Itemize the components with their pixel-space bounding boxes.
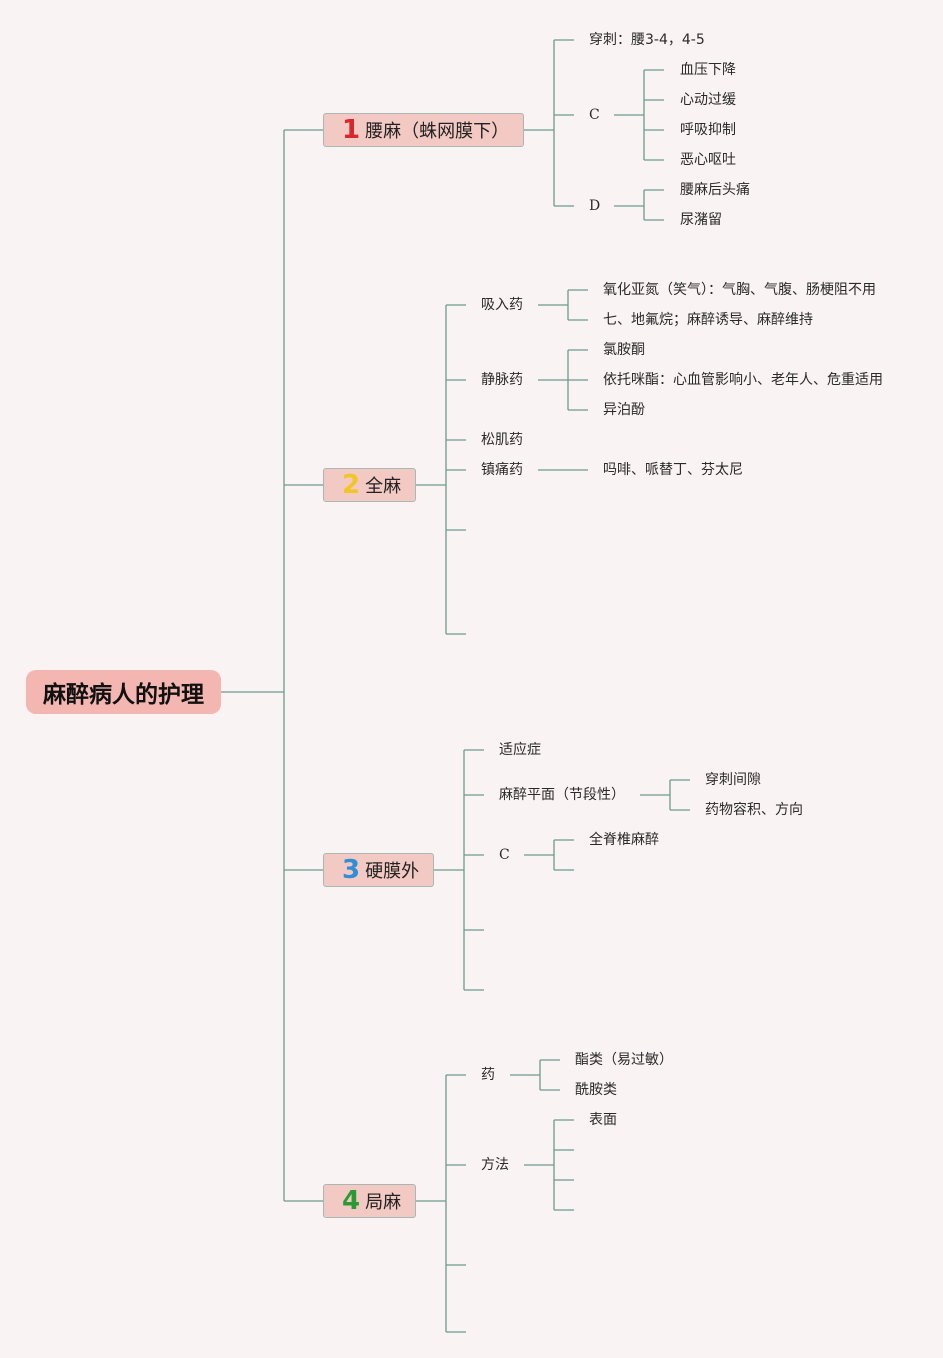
node-iv-item[interactable]: 异泊酚 xyxy=(603,402,645,418)
branch4-drug-connector xyxy=(510,1059,560,1091)
node-indication[interactable]: 适应症 xyxy=(499,742,541,758)
node-anesthesia-level[interactable]: 麻醉平面（节段性） xyxy=(499,787,625,803)
root-topic[interactable]: 麻醉病人的护理 xyxy=(26,670,221,714)
node-analgesics[interactable]: 镇痛药 xyxy=(481,462,523,478)
node-analgesic-item[interactable]: 吗啡、哌替丁、芬太尼 xyxy=(603,462,743,478)
node-b3-c[interactable]: C xyxy=(499,847,510,863)
node-iv-drugs[interactable]: 静脉药 xyxy=(481,372,523,388)
branch3-c-connector xyxy=(524,839,574,871)
node-b1-d-item[interactable]: 尿潴留 xyxy=(680,212,722,228)
node-b1-c-item[interactable]: 呼吸抑制 xyxy=(680,122,736,138)
node-inhal-item[interactable]: 氧化亚氮（笑气）：气胸、气腹、肠梗阻不用 xyxy=(603,282,876,298)
branch2-inhal-connector xyxy=(538,289,588,321)
branch-label: 腰麻（蛛网膜下） xyxy=(365,121,510,142)
branch-number-2: 2 xyxy=(342,470,361,500)
node-method-item[interactable]: 表面 xyxy=(589,1112,617,1128)
node-inhal-item[interactable]: 七、地氟烷；麻醉诱导、麻醉维持 xyxy=(603,312,813,328)
branch4-method-connector xyxy=(524,1119,574,1211)
node-level-item[interactable]: 穿刺间隙 xyxy=(705,772,761,788)
branch-epidural-anesthesia[interactable]: 3 硬膜外 xyxy=(323,853,434,887)
branch2-iv-connector xyxy=(538,349,588,411)
branch-number-1: 1 xyxy=(342,115,361,145)
root-connector xyxy=(221,129,323,1202)
node-iv-item[interactable]: 氯胺酮 xyxy=(603,342,645,358)
branch4-connector xyxy=(416,1074,466,1333)
branch-number-3: 3 xyxy=(342,855,361,885)
node-b1-c-item[interactable]: 恶心呕吐 xyxy=(680,152,736,168)
node-puncture[interactable]: 穿刺：腰3-4，4-5 xyxy=(589,32,705,48)
node-b3-c-item[interactable]: 全脊椎麻醉 xyxy=(589,832,659,848)
node-local-drugs[interactable]: 药 xyxy=(481,1067,495,1083)
branch-general-anesthesia[interactable]: 2 全麻 xyxy=(323,468,416,502)
branch1-connector xyxy=(524,39,574,207)
node-muscle-relaxants[interactable]: 松肌药 xyxy=(481,432,523,448)
branch3-level-connector xyxy=(640,779,690,811)
root-topic-label: 麻醉病人的护理 xyxy=(43,682,204,708)
branch1-c-connector xyxy=(614,69,664,161)
branch1-d-connector xyxy=(614,189,664,221)
branch-spinal-anesthesia[interactable]: 1 腰麻（蛛网膜下） xyxy=(323,113,524,147)
node-inhalation-drugs[interactable]: 吸入药 xyxy=(481,297,523,313)
node-b1-d-item[interactable]: 腰麻后头痛 xyxy=(680,182,750,198)
node-b1-c-item[interactable]: 血压下降 xyxy=(680,62,736,78)
node-methods[interactable]: 方法 xyxy=(481,1157,509,1173)
branch3-connector xyxy=(434,749,484,991)
branch-local-anesthesia[interactable]: 4 局麻 xyxy=(323,1184,416,1218)
node-iv-item[interactable]: 依托咪酯：心血管影响小、老年人、危重适用 xyxy=(603,372,883,388)
node-drug-item[interactable]: 酯类（易过敏） xyxy=(575,1052,673,1068)
branch-number-4: 4 xyxy=(342,1186,361,1216)
branch-label: 硬膜外 xyxy=(365,861,420,882)
node-b1-d[interactable]: D xyxy=(589,198,601,214)
node-drug-item[interactable]: 酰胺类 xyxy=(575,1082,617,1098)
branch2-connector xyxy=(416,304,466,635)
node-level-item[interactable]: 药物容积、方向 xyxy=(705,802,803,818)
branch-label: 全麻 xyxy=(365,476,402,497)
node-b1-c[interactable]: C xyxy=(589,107,600,123)
node-b1-c-item[interactable]: 心动过缓 xyxy=(680,92,736,108)
branch-label: 局麻 xyxy=(365,1192,402,1213)
